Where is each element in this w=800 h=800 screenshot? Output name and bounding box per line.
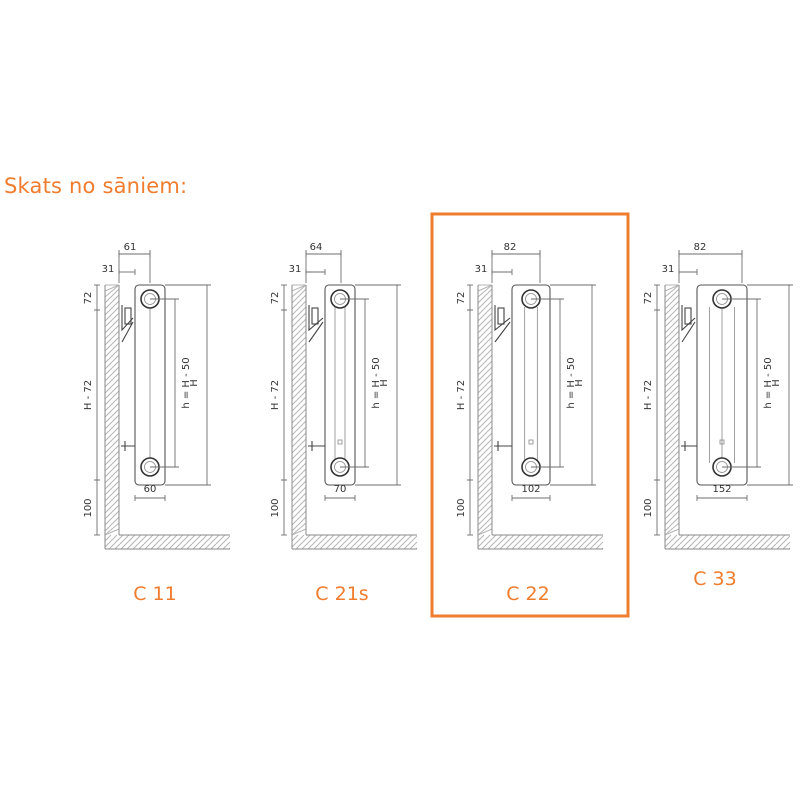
wall-offset-label: 31 [475, 264, 488, 275]
wall-hatch [291, 284, 418, 550]
wall-bracket [121, 305, 134, 343]
top-gap-label: 72 [83, 292, 94, 305]
wall-offset-label: 31 [662, 264, 675, 275]
valve-mark [337, 439, 343, 445]
body-width-label: 60 [144, 484, 157, 495]
top-gap-label: 72 [270, 292, 281, 305]
height-label: H [574, 379, 585, 387]
model-label: C 11 [133, 583, 176, 605]
radiator-body [324, 284, 356, 486]
bottom-hook [494, 441, 512, 451]
height-label: H [379, 379, 390, 387]
depth-label: 82 [694, 242, 707, 253]
body-width-label: 102 [521, 484, 540, 495]
bottom-gap-label: 100 [270, 498, 281, 517]
radiator-unit-c-21s: 64 31 72 H - 72 100 h = H - 50H 70 C 21s [270, 242, 418, 605]
middle-label: H - 72 [83, 380, 94, 410]
radiator-unit-c-33: 82 31 72 H - 72 100 h = H - 50H 152 C 33 [643, 242, 793, 590]
bracket-plate [124, 307, 132, 325]
axis-distance-label: h = H - 50 [371, 357, 382, 408]
depth-label: 82 [504, 242, 517, 253]
axis-distance-label: h = H - 50 [763, 357, 774, 408]
bottom-gap-label: 100 [83, 498, 94, 517]
radiator-unit-c-11: 61 31 72 H - 72 100 h = H - 50H 60 C 11 [83, 242, 231, 605]
wall-offset-label: 31 [289, 264, 302, 275]
model-label: C 22 [506, 583, 549, 605]
page-title: Skats no sāniem: [4, 174, 188, 198]
valve-mark [719, 439, 725, 445]
bottom-hook [681, 441, 697, 451]
height-label: H [189, 379, 200, 387]
depth-label: 61 [124, 242, 137, 253]
body-width-label: 152 [712, 484, 731, 495]
bracket-plate [684, 307, 692, 325]
radiator-body [511, 284, 551, 486]
model-label: C 21s [315, 583, 368, 605]
bracket-plate [311, 307, 319, 325]
depth-label: 64 [310, 242, 323, 253]
wall-offset-label: 31 [102, 264, 115, 275]
body-width-label: 70 [334, 484, 347, 495]
bracket-plate [497, 307, 505, 325]
top-gap-label: 72 [643, 292, 654, 305]
axis-distance-label: h = H - 50 [181, 357, 192, 408]
bottom-gap-label: 100 [643, 498, 654, 517]
middle-label: H - 72 [643, 380, 654, 410]
wall-hatch [104, 284, 231, 550]
bottom-gap-label: 100 [456, 498, 467, 517]
bottom-hook [121, 441, 135, 451]
middle-label: H - 72 [456, 380, 467, 410]
middle-label: H - 72 [270, 380, 281, 410]
top-gap-label: 72 [456, 292, 467, 305]
height-label: H [771, 379, 782, 387]
wall-bracket [494, 305, 511, 343]
wall-hatch [477, 284, 604, 550]
axis-distance-label: h = H - 50 [566, 357, 577, 408]
wall-hatch [664, 284, 791, 550]
radiator-unit-c-22: 82 31 72 H - 72 100 h = H - 50H 102 C 22 [456, 242, 604, 605]
bottom-hook [308, 441, 325, 451]
valve-mark [528, 439, 534, 445]
model-label: C 33 [693, 568, 736, 590]
highlight-frame [430, 212, 630, 618]
